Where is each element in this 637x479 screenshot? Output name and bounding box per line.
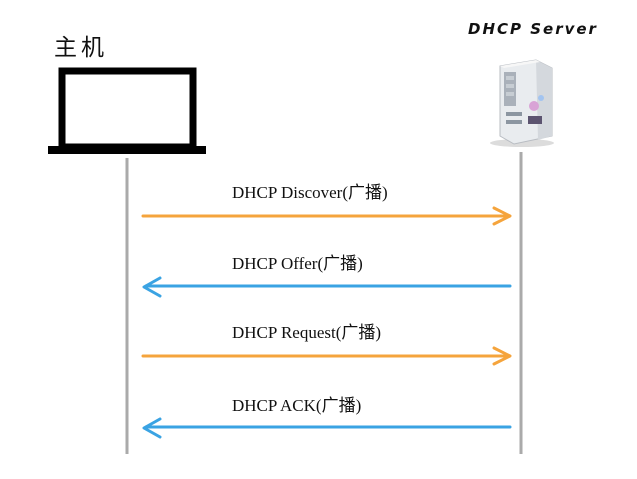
request-arrow xyxy=(141,346,512,366)
offer-label: DHCP Offer(广播) xyxy=(232,254,363,273)
discover-arrow xyxy=(141,206,512,226)
server-icon xyxy=(490,59,554,147)
discover-label: DHCP Discover(广播) xyxy=(232,183,388,202)
ack-label: DHCP ACK(广播) xyxy=(232,396,362,415)
laptop-icon xyxy=(48,67,206,154)
server-label: DHCP Server xyxy=(468,20,598,38)
host-label: 主机 xyxy=(54,35,108,61)
ack-arrow xyxy=(142,417,512,439)
offer-arrow xyxy=(142,276,512,298)
request-label: DHCP Request(广播) xyxy=(232,323,382,342)
